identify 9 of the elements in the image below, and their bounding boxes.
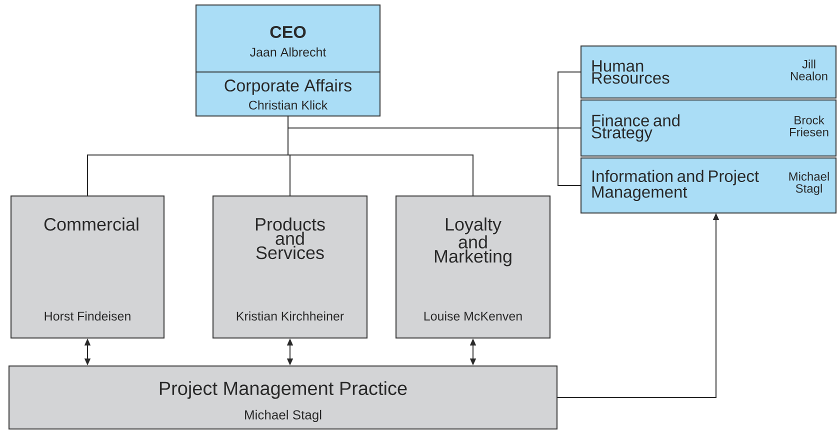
practice-box: Project Management Practice Michael Stagl [8, 365, 558, 430]
division-box: Products and Services Kristian Kirchheiner [212, 196, 368, 338]
department-box: Corporate Affairs Christian Klick [196, 72, 380, 116]
department-box: Finance and Strategy Brock Friesen [580, 100, 836, 156]
department-box: Information and Project Management Michael Stagl [580, 158, 836, 214]
division-box: Loyalty and Marketing Louise McKenven [396, 196, 550, 338]
title-box: CEO Jaan Albrecht [196, 4, 380, 72]
department-box: Human Resources Jill Nealon [580, 46, 836, 98]
division-box: Commercial Horst Findeisen [10, 196, 164, 338]
